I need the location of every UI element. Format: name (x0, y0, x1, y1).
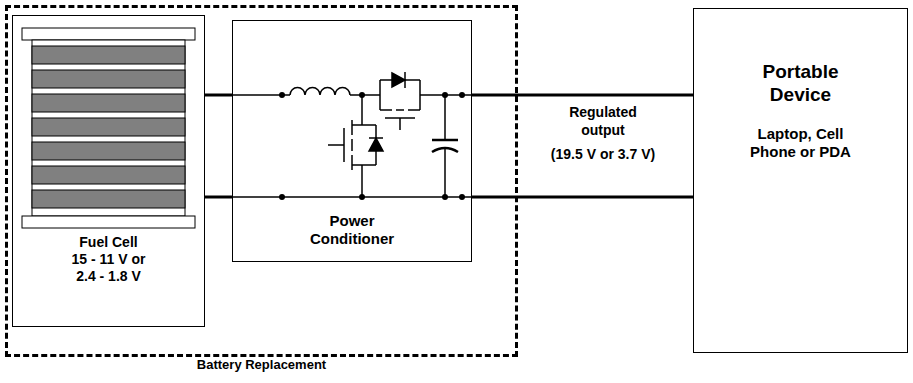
fuel-cell-stack (22, 28, 195, 228)
device-box: Portable DeviceLaptop, Cell Phone or PDA (693, 8, 908, 353)
fuel-cell-box: Fuel Cell 15 - 11 V or 2.4 - 1.8 V (12, 15, 205, 327)
power-wire (472, 196, 693, 199)
boost-converter-schematic (232, 72, 472, 197)
node-label: Power Conditioner (292, 212, 412, 248)
node-label: Portable Device (731, 61, 871, 107)
text-group: Portable DeviceLaptop, Cell Phone or PDA (694, 61, 907, 161)
node-label: Fuel Cell 15 - 11 V or 2.4 - 1.8 V (71, 234, 147, 284)
node-label: Laptop, Cell Phone or PDA (738, 125, 863, 161)
power-wire (205, 196, 232, 199)
converter-box: Power Conditioner (232, 20, 472, 262)
dashed-enclosure: Battery ReplacementFuel Cell 15 - 11 V o… (5, 5, 518, 357)
text-group: Fuel Cell 15 - 11 V or 2.4 - 1.8 V (13, 234, 204, 285)
text-group: Battery Replacement (8, 355, 515, 373)
node-label: Battery Replacement (197, 357, 326, 373)
power-wire (205, 94, 232, 97)
output-label: (19.5 V or 3.7 V) (551, 146, 655, 164)
power-wire (472, 94, 693, 97)
output-label: Regulated output (553, 104, 653, 139)
junction-dots (279, 92, 465, 200)
text-group: Power Conditioner (233, 212, 471, 248)
